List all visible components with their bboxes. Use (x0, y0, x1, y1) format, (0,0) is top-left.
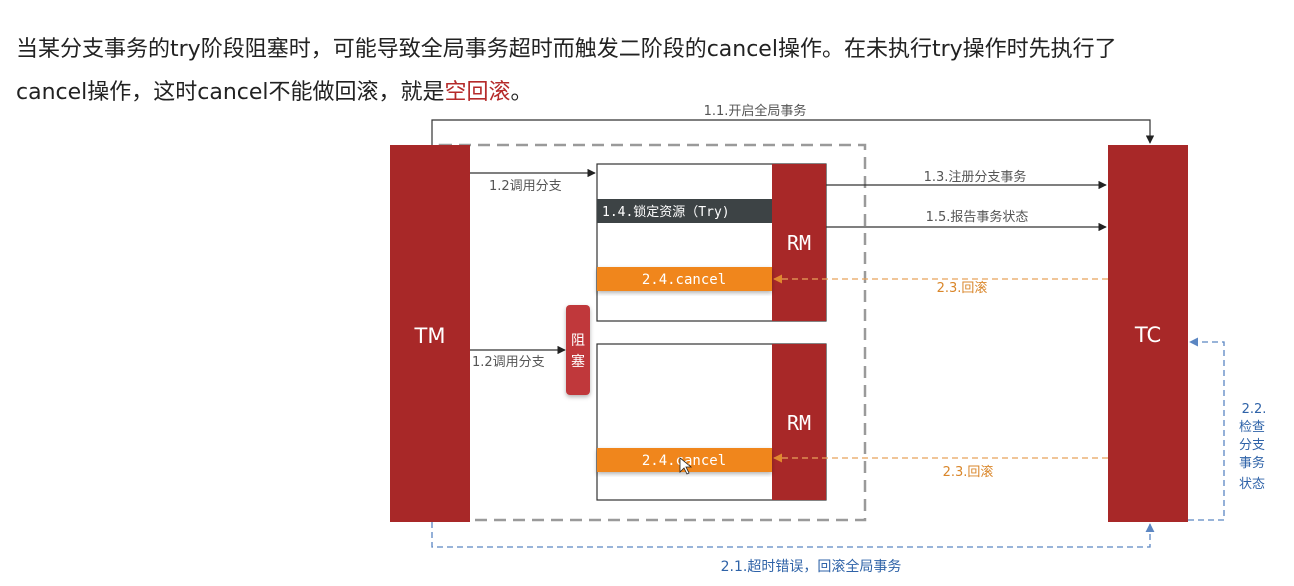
rm-top-node (772, 164, 826, 321)
label-check-branch-1: 2.2. (1242, 402, 1267, 417)
arrow-timeout-error (431, 522, 1155, 548)
mouse-cursor-icon (679, 457, 693, 475)
label-call-branch-top: 1.2调用分支 (489, 179, 562, 194)
tm-node (390, 145, 470, 522)
label-lock-resource: 1.4.锁定资源（Try) (602, 204, 730, 220)
intro-line-1: 当某分支事务的try阶段阻塞时，可能导致全局事务超时而触发二阶段的cancel操… (16, 37, 1117, 62)
label-check-branch-4: 事务 (1239, 455, 1265, 471)
intro-paragraph: 当某分支事务的try阶段阻塞时，可能导致全局事务超时而触发二阶段的cancel操… (16, 28, 1256, 114)
rm-bottom-node (772, 344, 826, 500)
blocked-node (566, 305, 590, 395)
tm-label: TM (414, 324, 446, 348)
intro-line-2-suffix: 。 (510, 80, 533, 105)
label-rollback-bottom: 2.3.回滚 (943, 464, 994, 480)
label-report-status: 1.5.报告事务状态 (926, 209, 1029, 225)
label-check-branch-3: 分支 (1239, 438, 1265, 453)
intro-highlight: 空回滚 (444, 80, 511, 105)
label-register-branch: 1.3.注册分支事务 (924, 169, 1027, 185)
arrow-start-global (431, 119, 1155, 145)
label-start-global: 1.1.开启全局事务 (704, 103, 807, 119)
blocked-label-1: 阻 (571, 333, 585, 349)
rm-top-label: RM (787, 231, 811, 255)
cancel-bar-top (597, 267, 772, 291)
arrow-check-branch (1188, 337, 1225, 521)
tc-node (1108, 145, 1188, 522)
intro-line-2-prefix: cancel操作，这时cancel不能做回滚，就是 (16, 80, 445, 105)
label-rollback-top: 2.3.回滚 (937, 280, 988, 296)
label-cancel-top: 2.4.cancel (642, 272, 726, 288)
lock-resource-bar (597, 199, 772, 223)
tc-label: TC (1134, 323, 1161, 347)
label-check-branch-5: 状态 (1239, 477, 1265, 492)
blocked-label-2: 塞 (571, 353, 585, 370)
rm-bottom-label: RM (787, 411, 811, 435)
label-call-branch-bottom: 1.2调用分支 (472, 355, 545, 370)
label-check-branch-2: 检查 (1239, 420, 1265, 435)
label-timeout-error: 2.1.超时错误，回滚全局事务 (721, 558, 902, 575)
